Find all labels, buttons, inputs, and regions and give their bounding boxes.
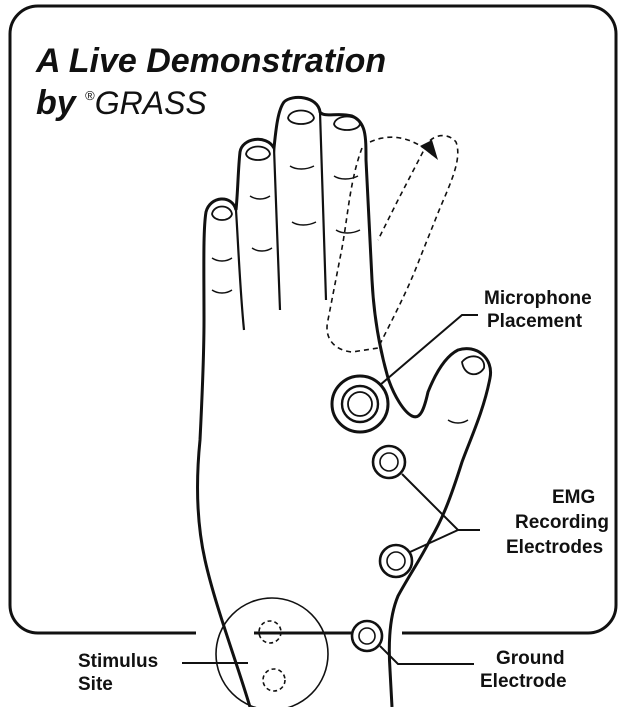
ground-label-line-2: Electrode xyxy=(480,671,567,692)
ground-label-line-1: Ground xyxy=(496,648,565,669)
stimulus-label-line-1: Stimulus xyxy=(78,651,158,672)
microphone-label-line-2: Placement xyxy=(487,311,583,332)
registered-mark: ® xyxy=(85,88,95,103)
fingernail-middle xyxy=(246,147,270,161)
fingernail-thumb xyxy=(462,356,484,374)
title-line-2: by ®GRASS xyxy=(36,84,207,122)
stimulus-electrode-lower xyxy=(263,669,285,691)
fingernail-pinky xyxy=(334,117,360,131)
emg-electrode-lower xyxy=(380,545,412,577)
brand-name: GRASS xyxy=(95,85,207,121)
title-by: by xyxy=(36,84,85,122)
finger-motion-outline xyxy=(327,136,458,352)
motion-arrow-head xyxy=(420,140,438,160)
fingernail-index xyxy=(212,207,232,221)
ground-leader-line xyxy=(380,646,474,664)
stimulus-label-line-2: Site xyxy=(78,674,113,695)
title-line-1: A Live Demonstration xyxy=(35,42,386,80)
emg-label-line-2: Recording xyxy=(515,512,609,533)
emg-label-line-1: EMG xyxy=(552,487,595,508)
finger-gap-2 xyxy=(274,148,280,310)
emg-label-line-3: Electrodes xyxy=(506,537,603,558)
microphone-label-line-1: Microphone xyxy=(484,288,592,309)
ground-electrode xyxy=(352,621,382,651)
finger-gap-1 xyxy=(236,210,244,330)
finger-gap-3 xyxy=(320,112,326,300)
emg-electrode-upper xyxy=(373,446,405,478)
fingernail-ring xyxy=(288,111,314,125)
